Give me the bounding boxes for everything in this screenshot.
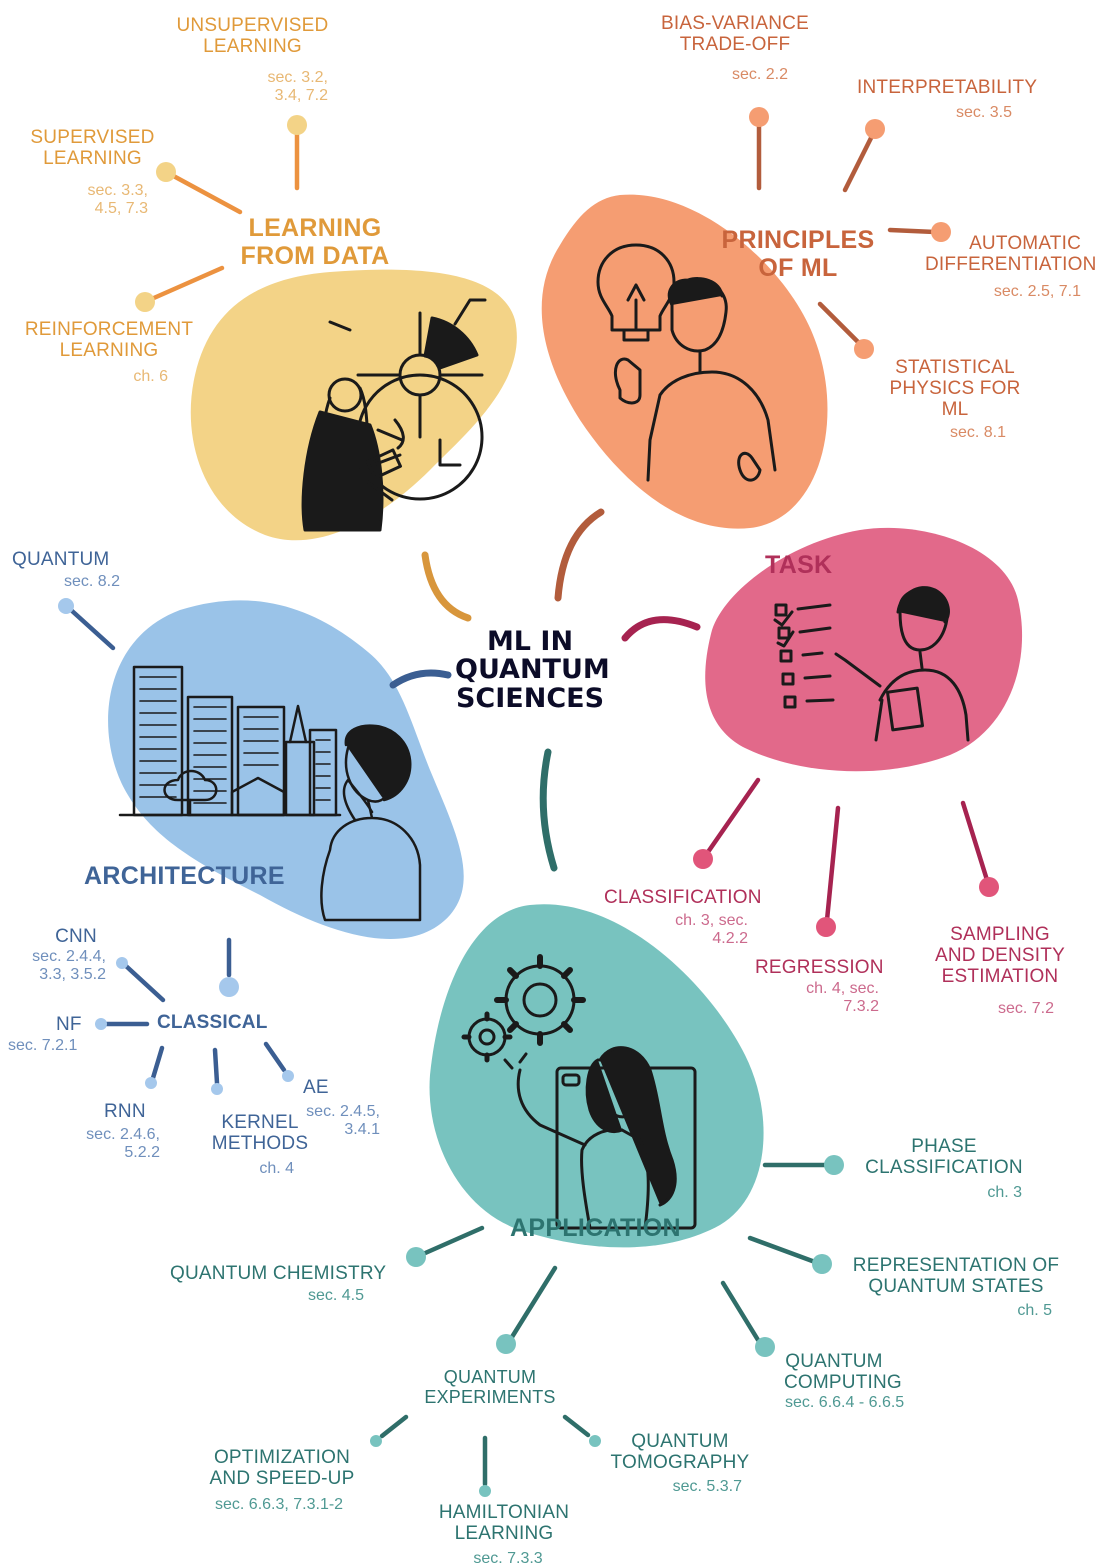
task-spokes: [705, 777, 990, 923]
principles-spokes: [756, 119, 938, 347]
reinforcement-node: [135, 292, 155, 312]
quantum-node: [58, 598, 74, 614]
learning-header: LEARNING FROM DATA: [240, 214, 390, 270]
representation-node: [812, 1254, 832, 1274]
classical-label: CLASSICAL: [157, 1012, 268, 1033]
optimization-sec: sec. 6.6.3, 7.3.1-2: [215, 1496, 344, 1513]
bias-node: [749, 107, 769, 127]
task-blob: [705, 527, 1023, 772]
ae-label: AE: [303, 1077, 329, 1098]
supervised-node: [156, 162, 176, 182]
rnn-sec: sec. 2.4.6, 5.2.2: [86, 1126, 160, 1162]
experiments-node: [496, 1334, 516, 1354]
bias-label: BIAS-VARIANCE TRADE-OFF: [661, 13, 809, 55]
architecture-illustration: [118, 665, 422, 922]
sampling-label: SAMPLING AND DENSITY ESTIMATION: [935, 924, 1065, 987]
classification-sec: ch. 3, sec. 4.2.2: [675, 912, 748, 948]
hamiltonian-sec: sec. 7.3.3: [473, 1550, 543, 1567]
task-header: TASK: [765, 551, 833, 579]
rnn-label: RNN: [104, 1101, 146, 1122]
center-title: ML IN QUANTUM SCIENCES: [455, 626, 610, 714]
kernel-node: [211, 1083, 223, 1095]
tomography-label: QUANTUM TOMOGRAPHY: [610, 1431, 750, 1473]
phase-node: [824, 1155, 844, 1175]
statphys-node: [854, 339, 874, 359]
autodiff-node: [931, 222, 951, 242]
principles-header: PRINCIPLES OF ML: [721, 226, 875, 282]
chemistry-label: QUANTUM CHEMISTRY: [170, 1263, 387, 1284]
regression-sec: ch. 4, sec. 7.3.2: [806, 980, 879, 1016]
chemistry-node: [406, 1247, 426, 1267]
rnn-node: [145, 1077, 157, 1089]
representation-label: REPRESENTATION OF QUANTUM STATES: [852, 1255, 1060, 1297]
cnn-node: [116, 957, 128, 969]
learning-spokes: [144, 127, 300, 304]
supervised-sec: sec. 3.3, 4.5, 7.3: [87, 182, 148, 218]
architecture-spokes: [68, 607, 287, 1086]
reinforcement-label: REINFORCEMENT LEARNING: [24, 319, 194, 361]
classification-label: CLASSIFICATION: [604, 887, 762, 908]
interpretability-label: INTERPRETABILITY: [857, 77, 1038, 98]
quantum-sec: sec. 8.2: [63, 573, 120, 590]
principles-illustration: [596, 243, 777, 482]
computing-node: [755, 1337, 775, 1357]
classification-node: [693, 849, 713, 869]
hamiltonian-label: HAMILTONIAN LEARNING: [438, 1502, 570, 1544]
regression-label: REGRESSION: [755, 957, 884, 978]
architecture-header: ARCHITECTURE: [84, 862, 285, 890]
interpretability-node: [865, 119, 885, 139]
cnn-sec: sec. 2.4.4, 3.3, 3.5.2: [32, 948, 106, 984]
bias-sec: sec. 2.2: [731, 66, 789, 83]
chemistry-sec: sec. 4.5: [307, 1287, 364, 1304]
task-illustration: [773, 586, 970, 742]
cnn-label: CNN: [55, 926, 97, 947]
nf-node: [95, 1018, 107, 1030]
quantum-label: QUANTUM: [12, 549, 110, 570]
phase-sec: ch. 3: [987, 1184, 1022, 1201]
arc-task: [621, 616, 701, 642]
application-spokes: [379, 1162, 829, 1487]
regression-node: [816, 917, 836, 937]
experiments-label: QUANTUM EXPERIMENTS: [424, 1367, 556, 1407]
principles-blob: [541, 194, 828, 529]
interpretability-sec: sec. 3.5: [955, 104, 1012, 121]
arc-principles: [554, 508, 605, 602]
representation-sec: ch. 5: [1017, 1302, 1052, 1319]
unsupervised-label: UNSUPERVISED LEARNING: [176, 15, 329, 57]
hamiltonian-node: [479, 1485, 491, 1497]
learning-illustration: [301, 298, 487, 532]
nf-label: NF: [56, 1014, 82, 1035]
statphys-label: STATISTICAL PHYSICS FOR ML: [889, 357, 1021, 420]
unsupervised-node: [287, 115, 307, 135]
ae-sec: sec. 2.4.5, 3.4.1: [306, 1103, 380, 1139]
tomography-sec: sec. 5.3.7: [672, 1478, 742, 1495]
kernel-label: KERNEL METHODS: [211, 1112, 309, 1154]
autodiff-sec: sec. 2.5, 7.1: [993, 283, 1081, 300]
autodiff-label: AUTOMATIC DIFFERENTIATION: [925, 233, 1097, 275]
supervised-label: SUPERVISED LEARNING: [30, 127, 155, 169]
ae-node: [282, 1070, 294, 1082]
computing-sec: sec. 6.6.4 - 6.6.5: [785, 1394, 905, 1411]
sampling-node: [979, 877, 999, 897]
arc-architecture: [389, 669, 452, 689]
application-header: APPLICATION: [510, 1214, 681, 1242]
statphys-sec: sec. 8.1: [949, 424, 1006, 441]
arc-learning: [421, 551, 472, 622]
classical-node: [219, 977, 239, 997]
tomography-node: [589, 1435, 601, 1447]
optimization-label: OPTIMIZATION AND SPEED-UP: [209, 1447, 355, 1489]
unsupervised-sec: sec. 3.2, 3.4, 7.2: [267, 69, 328, 105]
application-illustration: [461, 954, 697, 1230]
reinforcement-sec: ch. 6: [133, 368, 168, 385]
kernel-sec: ch. 4: [259, 1160, 294, 1177]
optimization-node: [370, 1435, 382, 1447]
arc-application: [539, 748, 558, 872]
nf-sec: sec. 7.2.1: [8, 1037, 78, 1054]
phase-label: PHASE CLASSIFICATION: [865, 1136, 1023, 1178]
sampling-sec: sec. 7.2: [997, 1000, 1054, 1017]
computing-label: QUANTUM COMPUTING: [784, 1351, 902, 1393]
